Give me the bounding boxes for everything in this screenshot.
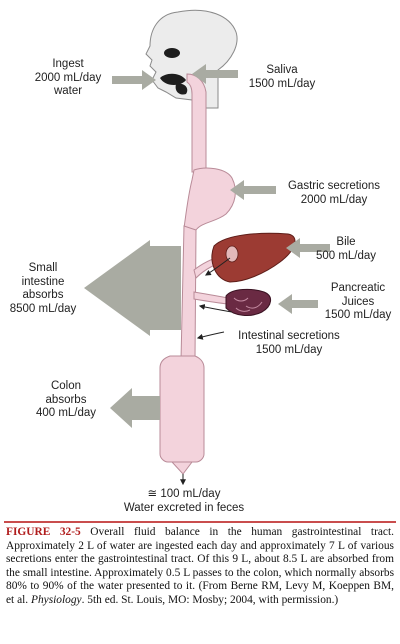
figure-caption: FIGURE 32-5 Overall fluid balance in the…	[6, 526, 394, 608]
ingest-label: Ingest 2000 mL/day water	[34, 58, 102, 97]
gastric-secretions-label: Gastric secretions 2000 mL/day	[287, 180, 381, 206]
stomach	[183, 167, 236, 231]
bile-flow-arrow	[204, 257, 231, 276]
bile-label: Bile 500 mL/day	[315, 236, 377, 262]
figure-label: FIGURE 32-5	[6, 526, 81, 538]
pancreatic-arrow	[278, 294, 318, 314]
saliva-arrow	[192, 64, 238, 84]
mouth-cavity	[160, 73, 186, 85]
colon	[159, 355, 205, 463]
gastric-arrow	[230, 180, 276, 200]
intestinal-secretions-label: Intestinal secretions 1500 mL/day	[238, 330, 340, 356]
colon-absorption-arrow	[110, 388, 160, 428]
pancreatic-duct	[193, 291, 229, 305]
liver	[211, 232, 296, 283]
caption-text: Overall fluid balance in the human gastr…	[6, 526, 394, 606]
pancreas	[225, 288, 271, 316]
small-intestine-label: Small intestine absorbs 8500 mL/day	[9, 262, 77, 315]
pancreatic-juices-label: Pancreatic Juices 1500 mL/day	[324, 282, 392, 321]
saliva-label: Saliva 1500 mL/day	[248, 64, 316, 90]
caption-text-end: . 5th ed. St. Louis, MO: Mosby; 2004, wi…	[81, 593, 339, 606]
caption-divider	[4, 521, 396, 523]
small-intestine-absorption-arrow	[84, 240, 181, 336]
colon-absorbs-label: Colon absorbs 400 mL/day	[35, 380, 97, 419]
salivary-gland	[175, 83, 188, 95]
bile-arrow	[286, 238, 330, 258]
pancreas-lobules	[233, 297, 263, 312]
ingest-arrow	[112, 70, 156, 90]
nasal-cavity	[164, 48, 180, 58]
gallbladder	[225, 245, 239, 263]
feces-label: ≅ 100 mL/day Water excreted in feces	[123, 488, 245, 514]
pancreatic-flow-arrow	[198, 303, 233, 313]
caption-journal: Physiology	[30, 593, 82, 606]
gi-fluid-balance-diagram	[84, 9, 330, 486]
intestinal-flow-arrow	[196, 331, 225, 340]
rectum	[170, 461, 193, 475]
